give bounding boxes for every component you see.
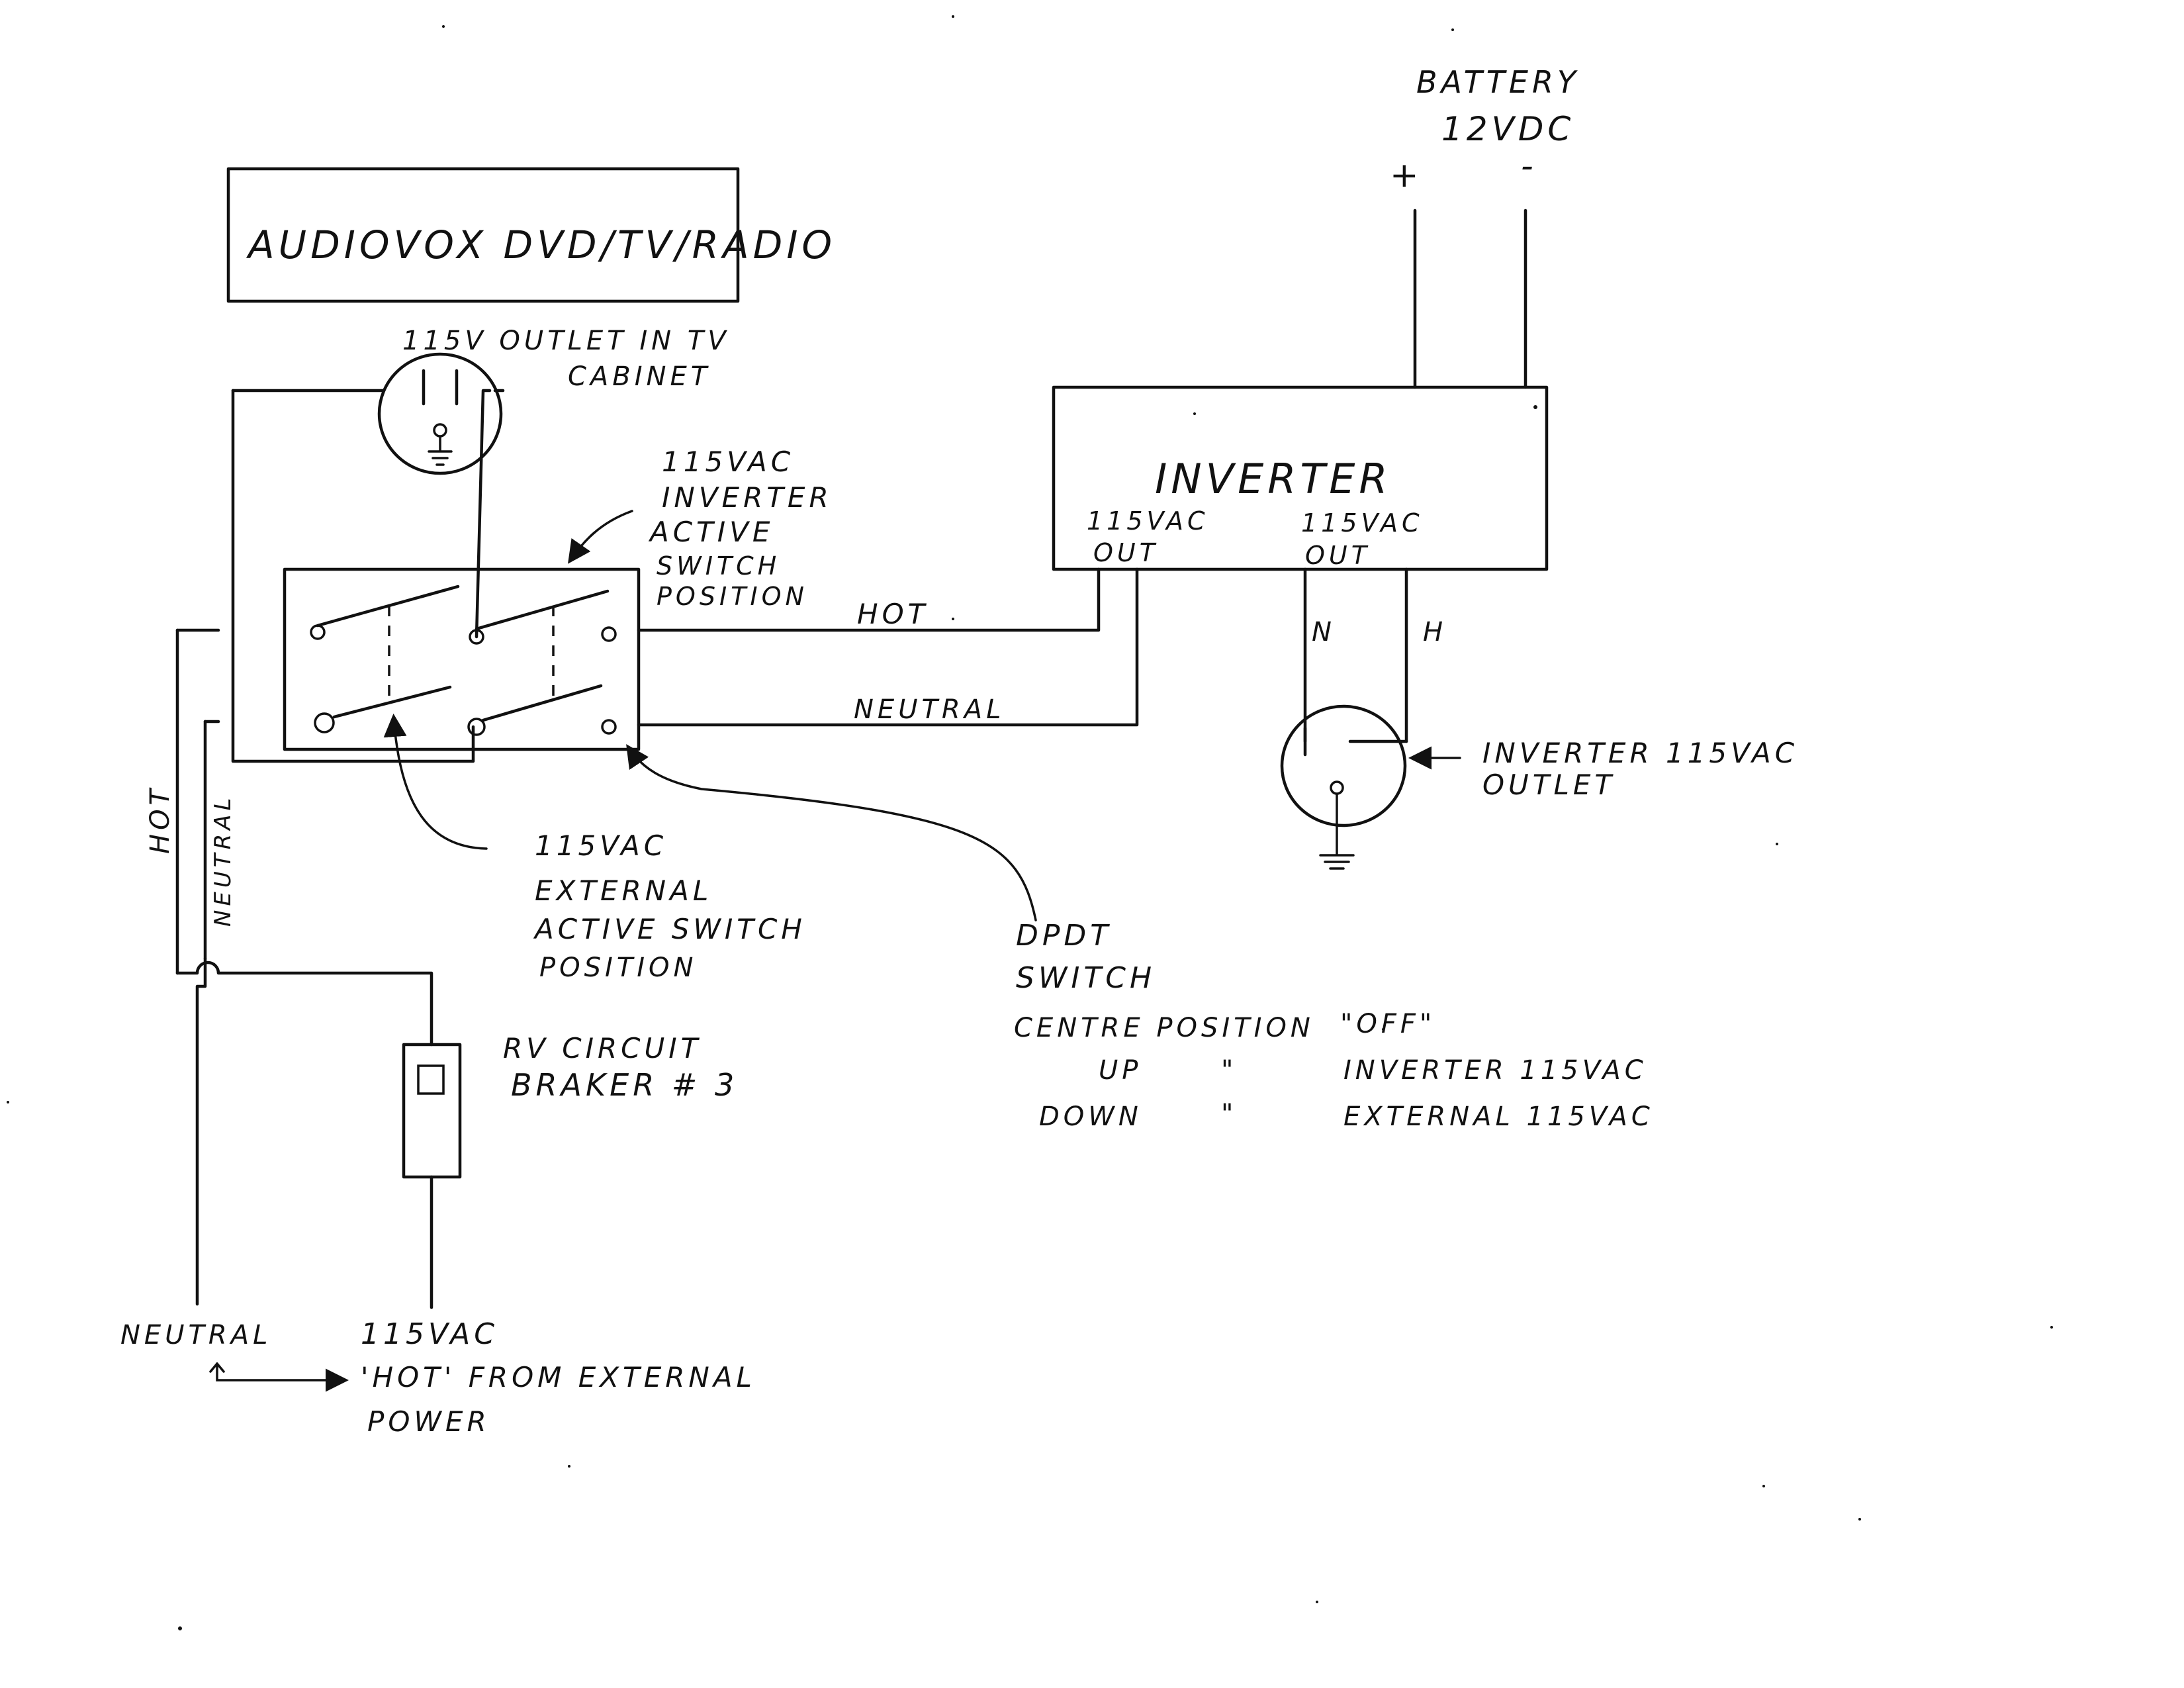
- upper-pole-1: [316, 585, 460, 628]
- bottom-hot-from: 'HOT' FROM EXTERNAL: [361, 1361, 756, 1393]
- inverter-h-label: H: [1423, 617, 1447, 647]
- bottom-power: POWER: [367, 1405, 490, 1438]
- neutral-wire: [637, 567, 1139, 727]
- bottom-neutral-label: NEUTRAL: [120, 1320, 271, 1350]
- left-hot-label: HOT: [145, 785, 175, 854]
- neutral-down-wire: [195, 957, 207, 1306]
- inv-active-4: SWITCH: [657, 551, 780, 581]
- inv-active-5: POSITION: [657, 582, 808, 611]
- annotations: 115VAC INVERTER ACTIVE SWITCH POSITION 1…: [383, 445, 1037, 983]
- inverter-out2-label: 115VAC: [1301, 508, 1423, 538]
- dpdt-row-1-value: "OFF": [1340, 1009, 1435, 1039]
- tv-cabinet-outlet: 115V OUTLET IN TV CABINET: [377, 326, 730, 475]
- lower-pole-2: [481, 684, 603, 722]
- ext-active-3: ACTIVE SWITCH: [533, 913, 806, 945]
- inverter-out1-sub: OUT: [1093, 538, 1159, 567]
- battery-voltage: 12VDC: [1441, 110, 1574, 148]
- dpdt-row-2-pos: UP: [1099, 1055, 1142, 1086]
- inverter-out1-label: 115VAC: [1087, 506, 1208, 536]
- battery-label: BATTERY: [1416, 64, 1580, 100]
- dpdt-row-3-mark: ": [1221, 1099, 1237, 1129]
- bottom-arrow: [216, 1362, 349, 1392]
- inverter-outlet: N H INVERTER 115VAC OUTLET: [1280, 567, 1798, 870]
- dpdt-legend: DPDT SWITCH CENTRE POSITION "OFF" UP " I…: [1014, 919, 1654, 1132]
- hot-wire-label: HOT: [857, 598, 929, 630]
- dpdt-row-3-value: EXTERNAL 115VAC: [1343, 1102, 1654, 1132]
- breaker-handle: [417, 1064, 445, 1095]
- inv-active-1: 115VAC: [662, 445, 794, 478]
- tv-outlet-label-1: 115V OUTLET IN TV: [402, 326, 730, 356]
- inverter-outlet-label-2: OUTLET: [1482, 769, 1615, 801]
- ext-active-1: 115VAC: [535, 829, 667, 862]
- battery-plus: +: [1390, 156, 1423, 195]
- ext-active-2: EXTERNAL: [535, 874, 712, 907]
- rv-circuit-breaker: RV CIRCUIT BRAKER # 3: [402, 1032, 738, 1309]
- bottom-115vac: 115VAC: [361, 1317, 498, 1351]
- device-label: AUDIOVOX DVD/TV/RADIO: [246, 222, 836, 267]
- inverter-out2-sub: OUT: [1305, 541, 1371, 570]
- dpdt-row-3-pos: DOWN: [1039, 1102, 1142, 1132]
- breaker-feed-wire: [175, 961, 433, 1047]
- outlet-to-switch-wire-1: [231, 389, 475, 763]
- inverter-to-switch-wires: HOT NEUTRAL: [637, 567, 1139, 727]
- dpdt-switch: [283, 567, 641, 751]
- left-neutral-label: NEUTRAL: [210, 794, 236, 927]
- inverter-box: INVERTER 115VAC OUT 115VAC OUT: [1052, 385, 1549, 571]
- upper-pole-2: [475, 589, 610, 631]
- inverter-label: INVERTER: [1155, 455, 1391, 503]
- dpdt-row-2-mark: ": [1221, 1055, 1237, 1086]
- breaker-label-2: BRAKER # 3: [511, 1067, 738, 1103]
- dpdt-subtitle: SWITCH: [1016, 961, 1156, 995]
- hot-wire: [637, 567, 1101, 632]
- lower-pole-1: [332, 685, 452, 719]
- neutral-wire-label: NEUTRAL: [854, 694, 1005, 725]
- inv-active-2: INVERTER: [662, 481, 833, 514]
- battery: BATTERY 12VDC + -: [1390, 64, 1580, 389]
- tv-outlet-label-2: CABINET: [568, 361, 711, 392]
- left-wiring: HOT NEUTRAL: [145, 389, 505, 1306]
- dpdt-title: DPDT: [1016, 919, 1112, 953]
- breaker-body: [402, 1043, 462, 1179]
- audiovox-device-box: AUDIOVOX DVD/TV/RADIO: [226, 167, 836, 303]
- dpdt-switch-body: [283, 567, 641, 751]
- outlet-to-switch-wire-2: [475, 389, 492, 639]
- inverter-outlet-label-1: INVERTER 115VAC: [1482, 737, 1798, 769]
- inverter-n-label: N: [1312, 617, 1336, 647]
- battery-minus: -: [1521, 146, 1537, 186]
- inv-active-3: ACTIVE: [648, 516, 774, 548]
- breaker-label-1: RV CIRCUIT: [503, 1032, 702, 1064]
- dpdt-row-1-pos: CENTRE POSITION: [1014, 1013, 1314, 1043]
- bottom-labels: NEUTRAL 115VAC 'HOT' FROM EXTERNAL POWER: [120, 1317, 756, 1438]
- scan-specks: [7, 15, 2053, 1630]
- dpdt-row-2-value: INVERTER 115VAC: [1343, 1055, 1647, 1086]
- ext-active-4: POSITION: [539, 953, 697, 983]
